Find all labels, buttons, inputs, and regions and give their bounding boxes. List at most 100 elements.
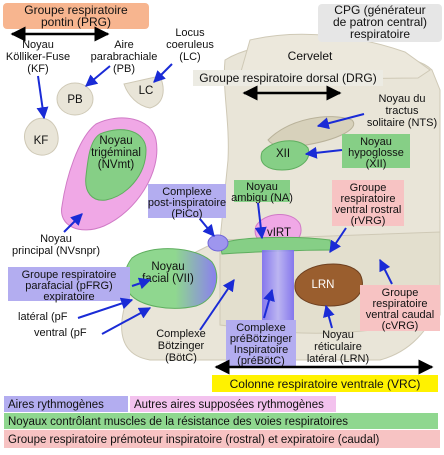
lrn-label-line3: latéral (LRN): [307, 353, 369, 365]
prg-title-box: [3, 3, 149, 29]
cvrg-arrow: [379, 258, 393, 285]
cvrg-label-line1: Groupe: [382, 287, 419, 299]
kf-nucleus-label: KF: [34, 135, 49, 147]
cpg-title-line1: CPG (générateur: [334, 3, 425, 17]
hypoglossal-label-line3: (XII): [366, 158, 387, 170]
pico-label-line1: Complexe: [162, 186, 212, 198]
kf-label-line1: Noyau: [22, 39, 54, 51]
pb-nucleus-label: PB: [67, 94, 83, 106]
prebotc-label-box: [226, 320, 296, 366]
botc-label-line2: Bötzinger: [158, 340, 205, 352]
na-label-line1: Noyau: [246, 181, 278, 193]
rvrg-label-line2: respiratoire: [340, 193, 395, 205]
rvrg-arrow: [329, 227, 347, 253]
nts-arrow: [316, 113, 365, 130]
pico-label-line3: (PiCo): [171, 208, 202, 220]
pfv-arrow: [101, 307, 152, 335]
legend-other: Autres aires supposées rythmogènes: [134, 399, 324, 411]
prebotc-label-line2: préBötzinger: [230, 333, 293, 345]
pb-label-line3: (PB): [113, 63, 135, 75]
pb-nucleus: [56, 82, 94, 116]
vrc-title-box: [212, 375, 438, 392]
nts-label-line1: Noyau du: [378, 93, 425, 105]
legend-rythmo: Aires rythmogènes: [8, 399, 104, 411]
pfrg-label-line1: Groupe respiratoire: [22, 269, 117, 281]
legend-green: Noyaux contrôlant muscles de la résistan…: [8, 416, 348, 428]
legend-rythmo-swatch: [4, 396, 128, 412]
cvrg-label-line4: (cVRG): [382, 320, 419, 332]
na-arrow: [254, 202, 267, 240]
drg-title: Groupe respiratoire dorsal (DRG): [199, 71, 376, 85]
botc-label-line1: Complexe: [156, 328, 206, 340]
cvrg-label-box: [360, 285, 440, 331]
kf-label-line3: (KF): [27, 63, 48, 75]
kf-label-line2: Kölliker-Fuse: [6, 51, 70, 63]
drg-title-box: [193, 70, 383, 86]
rvrg-label-line4: (rVRG): [351, 215, 386, 227]
botc-arrow: [199, 279, 235, 331]
lc-arrow: [153, 63, 173, 83]
xii-nucleus-label: XII: [276, 148, 290, 160]
lc-label-line2: coeruleus: [166, 39, 214, 51]
vrc-title: Colonne respiratoire ventrale (VRC): [230, 377, 421, 391]
hypoglossal-label-line2: hypoglosse: [348, 147, 404, 159]
cerebellum-label: Cervelet: [288, 49, 333, 63]
pfrg-arrow: [131, 277, 152, 290]
pfrg-label-line2: parafacial (pFRG): [25, 280, 112, 292]
pico-label-box: [148, 184, 226, 218]
pb-label-line2: parabrachiale: [91, 51, 158, 63]
nvmt-label-line2: trigéminal: [91, 147, 141, 159]
prg-title-line1: Groupe respiratoire: [24, 3, 128, 17]
botc-label-line3: (BötC): [165, 352, 197, 364]
nvmt-label-line3: (NVmt): [98, 159, 135, 171]
cpg-title-line3: respiratoire: [350, 27, 410, 41]
nvmt-label-line1: Noyau: [99, 135, 132, 147]
lrn-label-line1: Noyau: [322, 329, 354, 341]
pico-nucleus: [207, 234, 229, 252]
nts-label-line2: tractus: [385, 105, 419, 117]
prebotc-arrow: [263, 288, 275, 319]
lc-nucleus-label: LC: [139, 85, 154, 97]
pfrg-label-line3: expiratoire: [43, 291, 94, 303]
rvrg-label-box: [332, 180, 404, 226]
pfl-arrow: [77, 297, 134, 319]
prebotc-label-line4: (préBötC): [237, 355, 285, 367]
pointer-arrows: [36, 63, 393, 335]
pb-arrow: [85, 65, 111, 87]
facial-nucleus-line1: Noyau: [151, 261, 184, 273]
cpg-title-line2: de patron central): [333, 15, 427, 29]
cvrg-label-line3: ventral caudal: [366, 309, 435, 321]
cpg-title-box: [318, 4, 442, 42]
pb-label-line1: Aire: [114, 39, 134, 51]
lc-label-line1: Locus: [175, 27, 205, 39]
hypoglossal-label-line1: Noyau: [360, 136, 392, 148]
prebotc-label-line1: Complexe: [236, 322, 286, 334]
legend-other-swatch: [130, 396, 336, 412]
prg-title-line2: pontin (PRG): [41, 15, 111, 29]
lrn-label-line2: réticulaire: [314, 341, 362, 353]
pico-label-line2: post-inspiratoire: [148, 197, 226, 209]
lrn-nucleus-label: LRN: [311, 279, 334, 291]
na-label-line2: ambigu (NA): [231, 192, 293, 204]
pico-arrow: [199, 218, 215, 237]
lrn-arrow: [323, 304, 335, 329]
xii-arrow: [304, 146, 343, 159]
kf-arrow: [36, 75, 49, 120]
xii-nucleus: [260, 140, 310, 171]
nvsnpr-arrow: [63, 213, 83, 233]
virt-nucleus-label: vIRT: [267, 227, 291, 239]
legend-red: Groupe respiratoire prémoteur inspiratoi…: [8, 434, 380, 446]
na-label-box: [234, 180, 290, 202]
legend-red-swatch: [4, 430, 440, 448]
hypoglossal-label-box: [342, 134, 410, 168]
lc-label-line3: (LC): [179, 51, 200, 63]
pfv-label: ventral (pF: [34, 327, 87, 339]
nts-label-line3: solitaire (NTS): [367, 117, 437, 129]
prebotc-label-line3: Inspiratoire: [234, 344, 288, 356]
rvrg-label-line1: Groupe: [350, 182, 387, 194]
facial-nucleus-line2: facial (VII): [142, 273, 194, 285]
pfrg-label-box: [8, 267, 130, 301]
rvrg-label-line3: ventral rostral: [335, 204, 402, 216]
